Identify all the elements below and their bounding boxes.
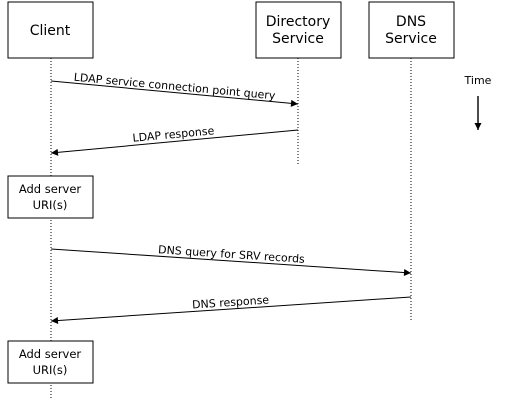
participant-dns-label-line1: DNS: [396, 14, 426, 30]
activity-1-label-line2: URI(s): [33, 198, 68, 212]
participant-dns-service: DNS Service: [368, 1, 455, 59]
message-dns-query-label: DNS query for SRV records: [158, 243, 306, 266]
message-ldap-query-arrow: [50, 80, 299, 107]
participant-client-label: Client: [30, 23, 71, 39]
participant-directory-service: Directory Service: [255, 1, 342, 59]
message-ldap-response-arrow: [50, 129, 299, 156]
activity-2-label-line2: URI(s): [33, 363, 68, 377]
participant-dns-label-line2: Service: [385, 31, 437, 47]
activity-add-server-uri-1: Add server URI(s): [7, 175, 94, 219]
message-dns-response-arrow: [50, 296, 412, 325]
message-dns-query: DNS query for SRV records: [50, 243, 412, 277]
participant-directory-label-line1: Directory: [266, 14, 331, 30]
activity-1-label-line1: Add server: [19, 182, 82, 196]
message-dns-response-label: DNS response: [192, 293, 270, 311]
time-label: Time: [464, 74, 492, 87]
time-indicator: Time: [464, 74, 492, 130]
message-ldap-response: LDAP response: [50, 124, 299, 156]
message-ldap-query-label: LDAP service connection point query: [73, 71, 276, 103]
activity-add-server-uri-2: Add server URI(s): [7, 340, 94, 384]
message-dns-query-arrow: [50, 248, 412, 277]
activity-2-label-line1: Add server: [19, 347, 82, 361]
participant-client: Client: [7, 1, 94, 59]
message-ldap-query: LDAP service connection point query: [50, 71, 299, 107]
message-dns-response: DNS response: [50, 293, 412, 325]
participant-directory-label-line2: Service: [272, 31, 324, 47]
